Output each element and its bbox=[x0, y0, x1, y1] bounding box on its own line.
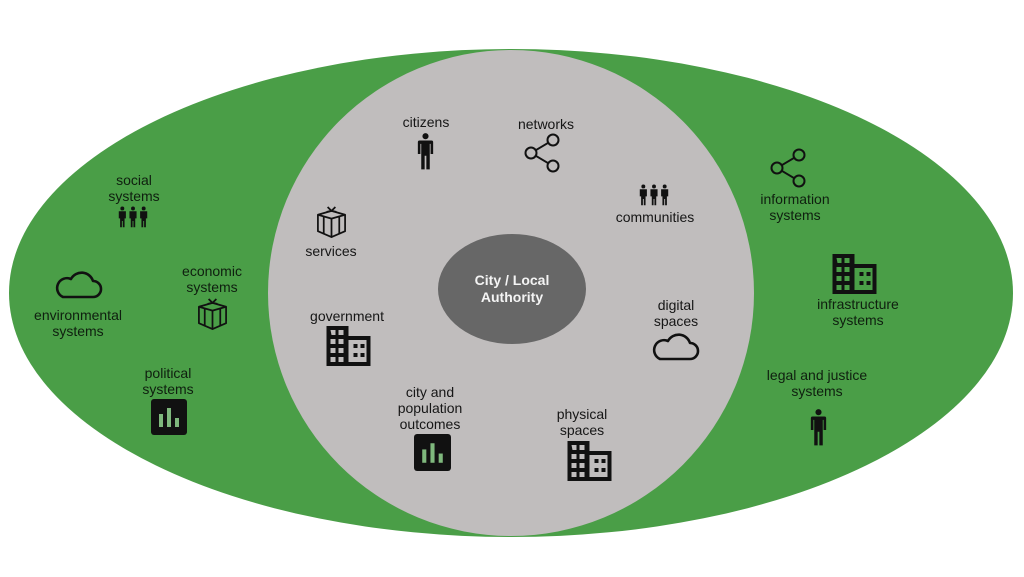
label-economic-systems: economic systems bbox=[182, 263, 242, 295]
label-communities: communities bbox=[615, 209, 695, 225]
label-digital-spaces: digital spaces bbox=[653, 297, 699, 329]
political-systems-bar-chart-icon bbox=[151, 399, 187, 435]
label-services: services bbox=[305, 243, 357, 259]
label-social-systems: social systems bbox=[108, 172, 160, 204]
label-information-systems: information systems bbox=[760, 191, 830, 223]
core-label: City / Local Authority bbox=[474, 272, 550, 305]
label-infrastructure-systems: infrastructure systems bbox=[817, 296, 899, 328]
label-networks: networks bbox=[517, 116, 575, 132]
label-city-population-outcomes: city and population outcomes bbox=[397, 384, 463, 432]
label-environmental-systems: environmental systems bbox=[34, 307, 122, 339]
label-government: government bbox=[310, 308, 384, 324]
core-city-local-authority bbox=[438, 234, 586, 344]
label-legal-justice-systems: legal and justice systems bbox=[766, 367, 868, 399]
label-physical-spaces: physical spaces bbox=[556, 406, 608, 438]
label-citizens: citizens bbox=[402, 114, 450, 130]
label-political-systems: political systems bbox=[142, 365, 194, 397]
outcomes-bar-chart-icon bbox=[414, 434, 451, 471]
